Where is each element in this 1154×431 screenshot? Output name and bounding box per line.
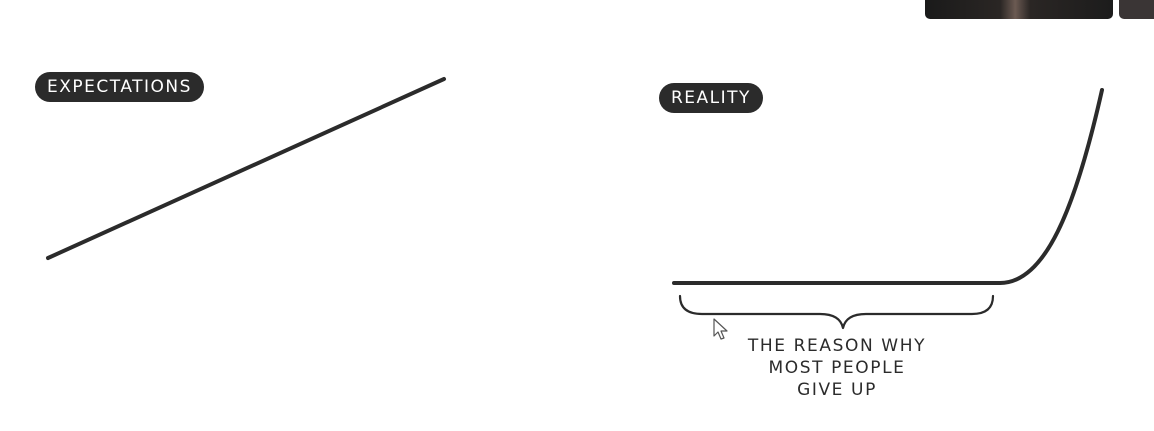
expectation-line [46,77,446,260]
mouse-pointer-icon [713,318,728,340]
curly-brace [678,294,995,330]
reality-curve [672,88,1104,285]
caption-line-3: GIVE UP [797,380,877,400]
video-thumbnail-side[interactable] [1119,0,1154,19]
reality-label: REALITY [659,83,763,113]
caption-line-2: MOST PEOPLE [768,358,906,378]
caption-line-1: THE REASON WHY [747,336,927,356]
brace-caption: THE REASON WHY MOST PEOPLE GIVE UP [712,335,962,401]
video-thumbnail-presenter[interactable] [925,0,1113,19]
expectations-label: EXPECTATIONS [35,72,204,102]
